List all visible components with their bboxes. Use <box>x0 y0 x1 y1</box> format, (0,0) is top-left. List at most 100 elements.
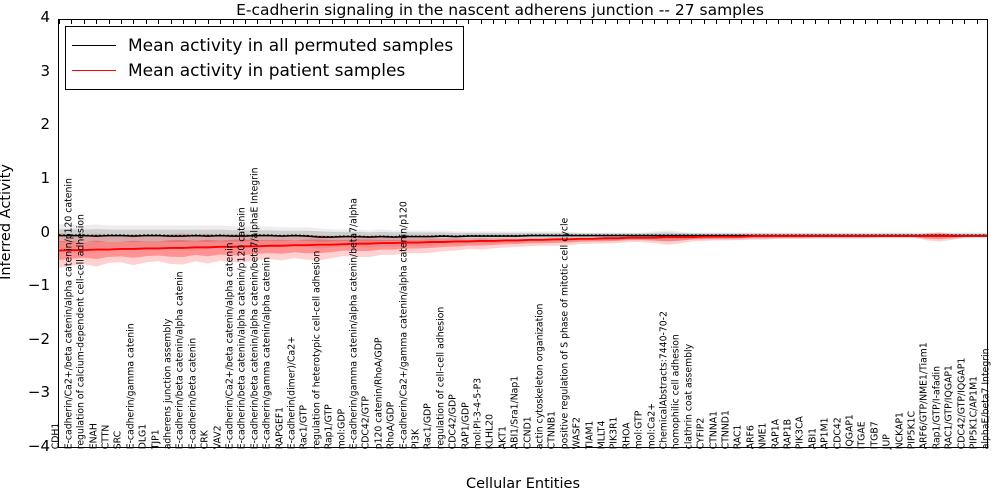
x-tick-mark-top <box>232 20 234 24</box>
x-tick-mark-top <box>567 20 569 24</box>
x-tick-label: E-cadherin/Ca2+/beta catenin/alpha caten… <box>63 177 75 449</box>
x-tick-label: ABI1 <box>807 427 819 449</box>
x-tick-mark-top <box>195 20 197 24</box>
x-tick-label: RAP1A <box>770 418 782 449</box>
x-tick-mark-top <box>741 20 742 24</box>
x-tick-mark-top <box>964 20 966 24</box>
x-tick-mark-top <box>679 20 680 24</box>
y-tick-label: 4 <box>40 8 50 26</box>
x-tick-label: CTNNA1 <box>708 410 720 449</box>
x-tick-label: actin cytoskeleton organization <box>534 303 546 449</box>
x-tick-mark-top <box>455 20 457 24</box>
x-tick-label: E-cadherin/Ca2+/beta catenin/alpha caten… <box>224 242 236 449</box>
x-tick-mark-top <box>108 20 110 24</box>
x-tick-label: adherens junction assembly <box>162 318 174 449</box>
x-tick-mark-top <box>753 20 755 24</box>
x-tick-mark-top <box>542 20 544 24</box>
y-tick-label: −4 <box>27 437 50 455</box>
x-tick-mark-top <box>356 20 358 24</box>
x-tick-mark-top <box>183 20 184 24</box>
x-tick-mark-top <box>778 20 780 24</box>
x-tick-mark-top <box>468 20 470 24</box>
patient-mean-line <box>59 235 987 252</box>
x-tick-mark-top <box>418 20 420 24</box>
x-tick-mark-top <box>604 20 606 24</box>
x-tick-mark-top <box>83 20 85 24</box>
x-tick-mark-top <box>840 20 842 24</box>
y-tick-label: 2 <box>40 115 50 134</box>
chart-legend: Mean activity in all permuted samples Me… <box>65 26 465 90</box>
y-tick-mark <box>987 341 988 342</box>
legend-item-patient: Mean activity in patient samples <box>72 58 453 83</box>
y-tick-label: −1 <box>27 276 50 295</box>
x-tick-mark-top <box>530 20 532 24</box>
legend-line-swatch-black <box>72 45 116 46</box>
x-tick-label: positive regulation of S phase of mitoti… <box>559 217 571 449</box>
x-tick-mark-top <box>269 20 271 24</box>
x-tick-mark-top <box>579 20 581 24</box>
x-tick-label: clathrin coat assembly <box>683 343 695 449</box>
x-tick-mark-top <box>331 20 333 24</box>
x-tick-label: CDC42/GTP <box>361 395 373 449</box>
x-tick-mark-top <box>121 20 122 24</box>
y-tick-label: 0 <box>40 222 50 241</box>
x-tick-label: ENAH <box>88 422 100 449</box>
x-tick-mark-top <box>406 20 408 24</box>
x-tick-label: CRK <box>199 429 211 449</box>
y-tick-label: 1 <box>40 168 50 187</box>
x-tick-label: RAP1/GDP <box>460 401 472 449</box>
x-tick-label: ITGAE <box>857 421 869 449</box>
x-tick-mark-top <box>133 20 135 24</box>
x-tick-mark-top <box>369 20 370 24</box>
x-tick-label: RAC1 <box>733 424 745 449</box>
x-tick-mark-top <box>145 20 147 24</box>
x-tick-mark-top <box>765 20 767 24</box>
x-tick-label: E-cadherin/gamma catenin/alpha catenin/b… <box>348 197 360 449</box>
x-tick-mark-top <box>220 20 222 24</box>
x-tick-label: mol:PI-3-4-5-P3 <box>472 377 484 450</box>
x-tick-label: E-cadherin/Ca2+/gamma catenin/alpha cate… <box>398 200 410 449</box>
x-tick-mark-top <box>493 20 494 24</box>
x-tick-mark-top <box>431 20 432 24</box>
x-tick-label: E-cadherin/gamma catenin/alpha catenin <box>261 256 273 449</box>
y-tick-mark <box>987 73 988 74</box>
x-tick-label: DLG1 <box>137 423 149 449</box>
x-tick-label: ITGB7 <box>869 421 881 449</box>
x-tick-label: RHOA <box>621 422 633 449</box>
x-tick-label: regulation of cell-cell adhesion <box>435 306 447 449</box>
x-tick-label: RAPGEF1 <box>274 406 286 449</box>
x-tick-label: JUP <box>881 433 893 449</box>
x-tick-mark-top <box>803 20 804 24</box>
x-tick-mark-top <box>71 20 73 24</box>
y-tick-label: −3 <box>27 383 50 402</box>
x-tick-mark-top <box>976 20 978 24</box>
x-tick-label: PIP5K1C <box>906 410 918 449</box>
x-tick-label: Rac1/GDP <box>423 402 435 449</box>
x-tick-mark-top <box>381 20 383 24</box>
legend-item-permuted: Mean activity in all permuted samples <box>72 33 453 58</box>
x-tick-mark-top <box>505 20 507 24</box>
x-tick-mark-top <box>728 20 730 24</box>
x-tick-mark-top <box>96 20 98 24</box>
x-tick-label: regulation of calcium-dependent cell-cel… <box>75 213 87 449</box>
x-tick-label: CTNND1 <box>720 409 732 449</box>
x-tick-label: KLHL20 <box>485 413 497 449</box>
x-tick-mark-top <box>889 20 891 24</box>
x-tick-label: PIP5K1C/AP1M1 <box>968 375 980 449</box>
y-tick-mark <box>58 234 59 235</box>
confidence-band <box>59 234 987 261</box>
x-tick-mark-top <box>927 20 928 24</box>
x-tick-mark-top <box>170 20 172 24</box>
y-tick-mark <box>58 395 59 396</box>
x-tick-mark-top <box>939 20 941 24</box>
x-tick-label: E-cadherin/gamma catenin <box>125 323 137 449</box>
x-tick-label: PIK3R1 <box>609 416 621 449</box>
x-tick-label: CTTN <box>100 424 112 449</box>
x-tick-mark-top <box>393 20 395 24</box>
x-tick-label: ARF6/GTP/NME1/Tiam1 <box>919 341 931 449</box>
x-tick-label: regulation of heterotypic cell-cell adhe… <box>311 250 323 449</box>
x-tick-label: RhoA/GDP <box>385 401 397 449</box>
x-tick-mark-top <box>654 20 656 24</box>
y-tick-mark <box>58 73 59 74</box>
x-tick-mark-top <box>691 20 693 24</box>
